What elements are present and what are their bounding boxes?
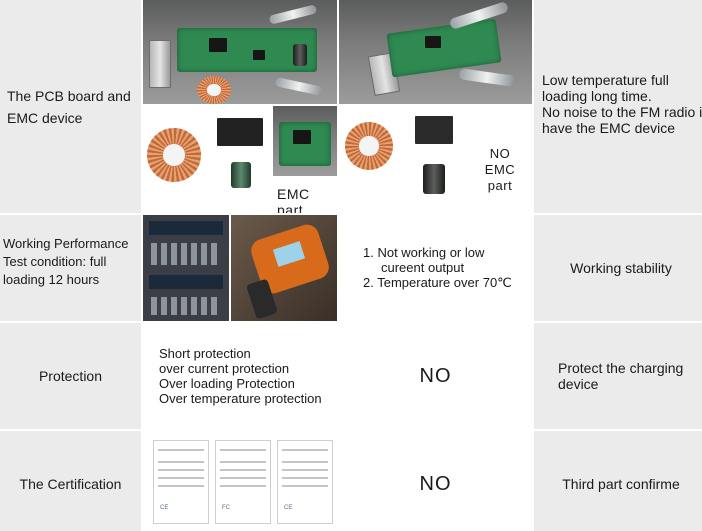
emc-part-caption: EMC part — [277, 186, 310, 213]
row2-label-line: Test condition: full — [3, 254, 107, 269]
cert-line — [282, 449, 328, 451]
plug-pin — [268, 4, 318, 25]
certificate-image: CE — [153, 440, 209, 524]
row4-middle-text: NO — [419, 472, 452, 495]
cert-logo: CE — [160, 505, 169, 511]
pcb-photo-without-emc — [339, 0, 532, 104]
row2-middle-line: 2. Temperature over 70℃ — [363, 275, 512, 290]
pcb-board — [386, 18, 502, 78]
capacitor — [293, 44, 307, 66]
chip — [217, 118, 263, 146]
cert-logo: CE — [284, 505, 293, 511]
row1-result: Low temperature full loading long time. … — [534, 0, 702, 213]
smd-diode-photo — [209, 106, 271, 156]
row4-middle: NO — [339, 431, 532, 531]
cert-line — [282, 477, 328, 479]
row3-result: Protect the charging device — [534, 323, 702, 429]
cert-line — [220, 461, 266, 463]
cert-line — [158, 461, 204, 463]
toroid-coil-photo — [339, 106, 401, 213]
instrument-buttons — [151, 297, 221, 315]
row4-label: The Certification — [0, 431, 141, 531]
coil — [147, 128, 201, 182]
row3-left: Short protection over current protection… — [143, 323, 337, 429]
cert-line — [220, 485, 266, 487]
cert-line — [282, 485, 328, 487]
cert-line — [220, 449, 266, 451]
cert-line — [158, 485, 204, 487]
cert-line — [220, 469, 266, 471]
coil — [345, 122, 393, 170]
protection-item: Over temperature protection — [159, 391, 322, 406]
result-line: have the EMC device — [542, 120, 676, 136]
cert-logo: FC — [222, 505, 230, 511]
certificate-image: FC — [215, 440, 271, 524]
row4-result: Third part confirme — [534, 431, 702, 531]
row1-label-text: The PCB board and EMC device — [7, 87, 131, 126]
smd-diode-photo — [403, 106, 465, 156]
chip — [293, 130, 311, 144]
plug-pin — [274, 77, 324, 96]
row4-result-text: Third part confirme — [562, 476, 680, 492]
capacitor — [423, 164, 445, 194]
pcb-board — [279, 122, 331, 166]
toroid-coil-photo — [143, 106, 207, 213]
row2-left-images — [143, 215, 337, 321]
cert-line — [282, 461, 328, 463]
chip — [209, 38, 227, 52]
chip — [253, 50, 265, 60]
emc-closeup-photo — [273, 106, 337, 176]
certificate-image: CE — [277, 440, 333, 524]
pcb-photo-with-emc — [143, 0, 337, 104]
chip — [415, 116, 453, 144]
row3-label: Protection — [0, 323, 141, 429]
thermometer-photo — [231, 215, 337, 321]
cert-line — [220, 477, 266, 479]
row2-middle: 1. Not working or low cureent output 2. … — [339, 215, 532, 321]
instrument-display — [149, 221, 223, 235]
instrument-buttons — [151, 243, 221, 265]
electrolytic-cap-photo — [403, 158, 465, 213]
cert-line — [158, 469, 204, 471]
row2-result-text: Working stability — [570, 260, 672, 276]
result-line: No noise to the FM radio if — [542, 104, 702, 120]
cert-line — [282, 469, 328, 471]
no-emc-line2: EMC part — [484, 162, 516, 193]
result-line: Low temperature full — [542, 72, 669, 88]
row4-label-text: The Certification — [19, 476, 122, 492]
row1-label: The PCB board and EMC device — [0, 0, 141, 213]
result-line: loading long time. — [542, 88, 652, 104]
row1-left-images: EMC part — [143, 0, 337, 213]
cert-line — [158, 477, 204, 479]
no-emc-caption: NO EMC part — [471, 146, 529, 194]
row2-label-line: Working Performance — [3, 236, 129, 251]
no-emc-line1: NO — [489, 146, 511, 161]
cert-line — [158, 449, 204, 451]
coil — [197, 76, 231, 104]
row3-middle-text: NO — [419, 364, 452, 387]
row3-result-line: device — [558, 376, 599, 392]
row2-middle-line: cureent output — [381, 260, 465, 275]
row2-result: Working stability — [534, 215, 702, 321]
capacitor — [231, 162, 251, 188]
row3-result-line: Protect the charging — [558, 360, 684, 376]
row1-middle-images: NO EMC part — [339, 0, 532, 213]
protection-item: Over loading Protection — [159, 376, 295, 391]
chip — [425, 36, 441, 48]
electrolytic-cap-photo — [209, 158, 271, 213]
plug-pin — [458, 68, 516, 87]
usb-port — [149, 40, 171, 88]
row3-middle: NO — [339, 323, 532, 429]
protection-item: Short protection — [159, 346, 251, 361]
row2-middle-line: 1. Not working or low — [363, 245, 485, 260]
row2-label-line: loading 12 hours — [3, 272, 100, 287]
row3-label-text: Protection — [38, 368, 103, 384]
power-supply-photo — [143, 215, 229, 321]
protection-item: over current protection — [159, 361, 290, 376]
instrument-display — [149, 275, 223, 289]
row2-label: Working Performance Test condition: full… — [0, 215, 141, 321]
row4-certificates: CE FC CE — [143, 431, 337, 531]
